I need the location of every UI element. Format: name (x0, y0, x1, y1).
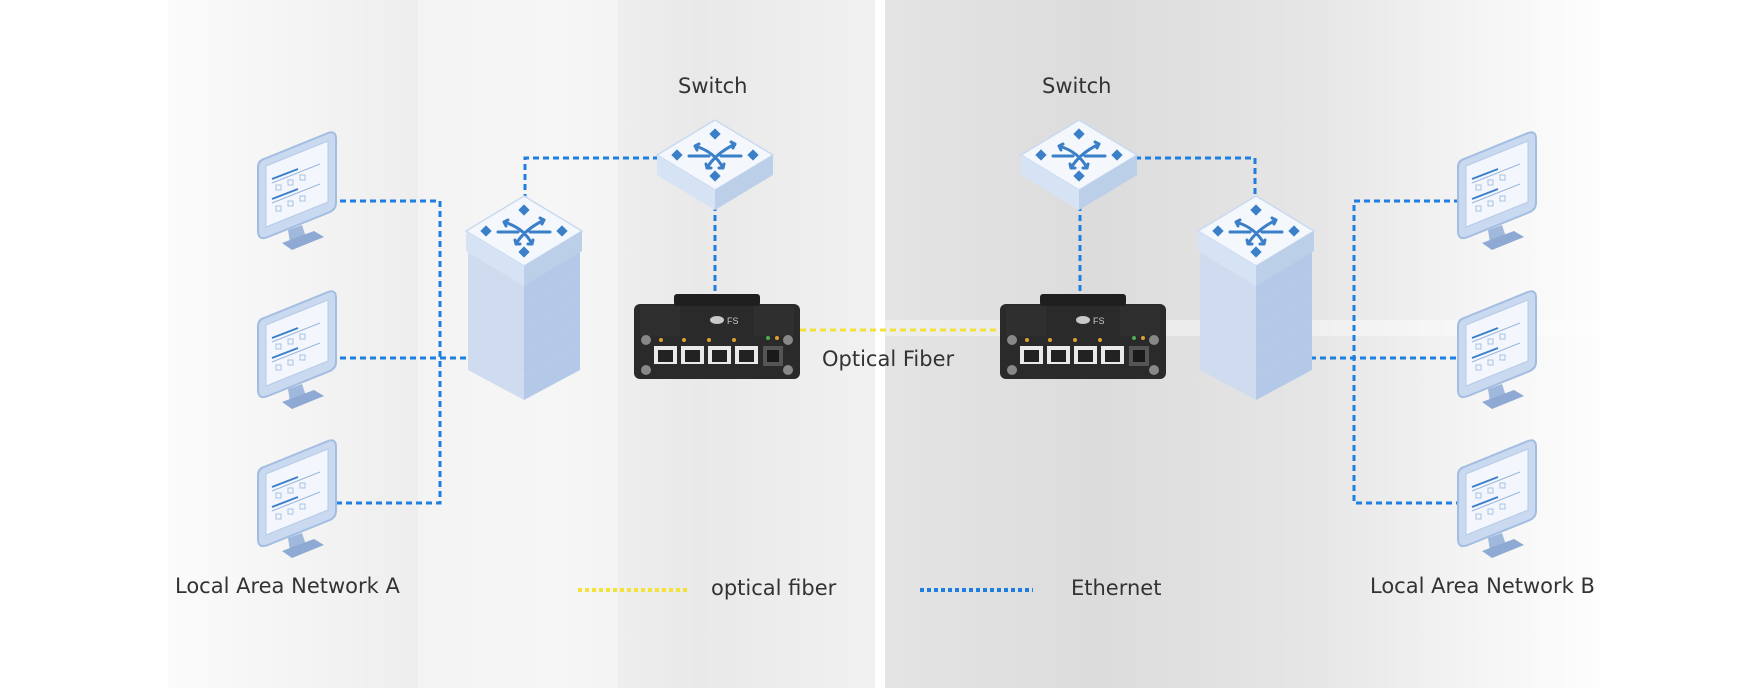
computer-monitor-icon (257, 131, 337, 251)
switch-icon (1019, 118, 1139, 212)
computer-monitor-icon (1457, 439, 1537, 559)
switch-label-right: Switch (1042, 74, 1112, 98)
ethernet-link (523, 156, 660, 210)
ethernet-link (1352, 199, 1460, 505)
legend-label-optical-fiber: optical fiber (711, 576, 837, 600)
switch-label-left: Switch (678, 74, 748, 98)
media-converter-icon (1000, 294, 1166, 379)
ethernet-link (1135, 156, 1257, 210)
ethernet-links-left (330, 156, 717, 505)
computer-monitor-icon (1457, 131, 1537, 251)
ethernet-links-right (1078, 156, 1460, 505)
ethernet-link (330, 199, 442, 505)
optical-fiber-label: Optical Fiber (822, 347, 955, 371)
legend-label-ethernet: Ethernet (1071, 576, 1162, 600)
computer-monitor-icon (257, 290, 337, 410)
switch-icon (655, 118, 775, 212)
computer-monitor-icon (257, 439, 337, 559)
lan-a-label: Local Area Network A (175, 574, 400, 598)
lan-b-label: Local Area Network B (1370, 574, 1595, 598)
stacked-switch-icon (1196, 194, 1316, 400)
media-converter-icon (634, 294, 800, 379)
stacked-switch-icon (464, 194, 584, 400)
computer-monitor-icon (1457, 290, 1537, 410)
